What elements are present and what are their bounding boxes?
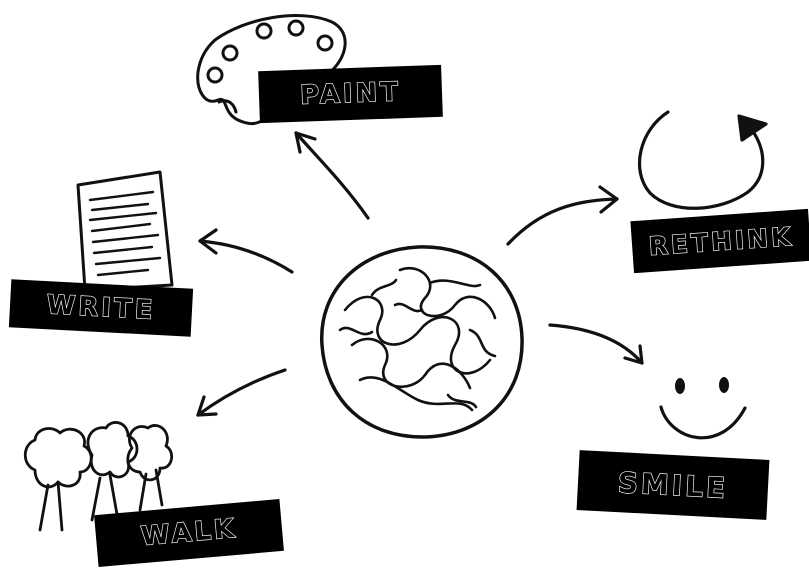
write-label: WRITE [8, 279, 194, 337]
circular-arrow-icon [637, 110, 768, 210]
walk-label-text: WALK [139, 513, 239, 553]
smile-label: SMILE [576, 450, 770, 520]
smile-label-text: SMILE [616, 465, 729, 505]
trees-icon [23, 421, 174, 532]
arrows [196, 131, 644, 417]
paint-label: PAINT [258, 64, 443, 124]
arrow-to-smile [548, 323, 644, 365]
arrow-to-walk [196, 368, 287, 417]
rethink-label-text: RETHINK [647, 221, 795, 261]
arrow-to-rethink [506, 185, 619, 246]
smiley-face-icon [659, 377, 747, 440]
tangled-thoughts-circle-icon [320, 245, 524, 439]
arrow-to-paint [294, 131, 370, 220]
write-label-text: WRITE [45, 290, 157, 327]
paint-label-text: PAINT [299, 77, 402, 112]
written-page-icon [76, 170, 174, 292]
arrow-to-write [198, 228, 294, 274]
